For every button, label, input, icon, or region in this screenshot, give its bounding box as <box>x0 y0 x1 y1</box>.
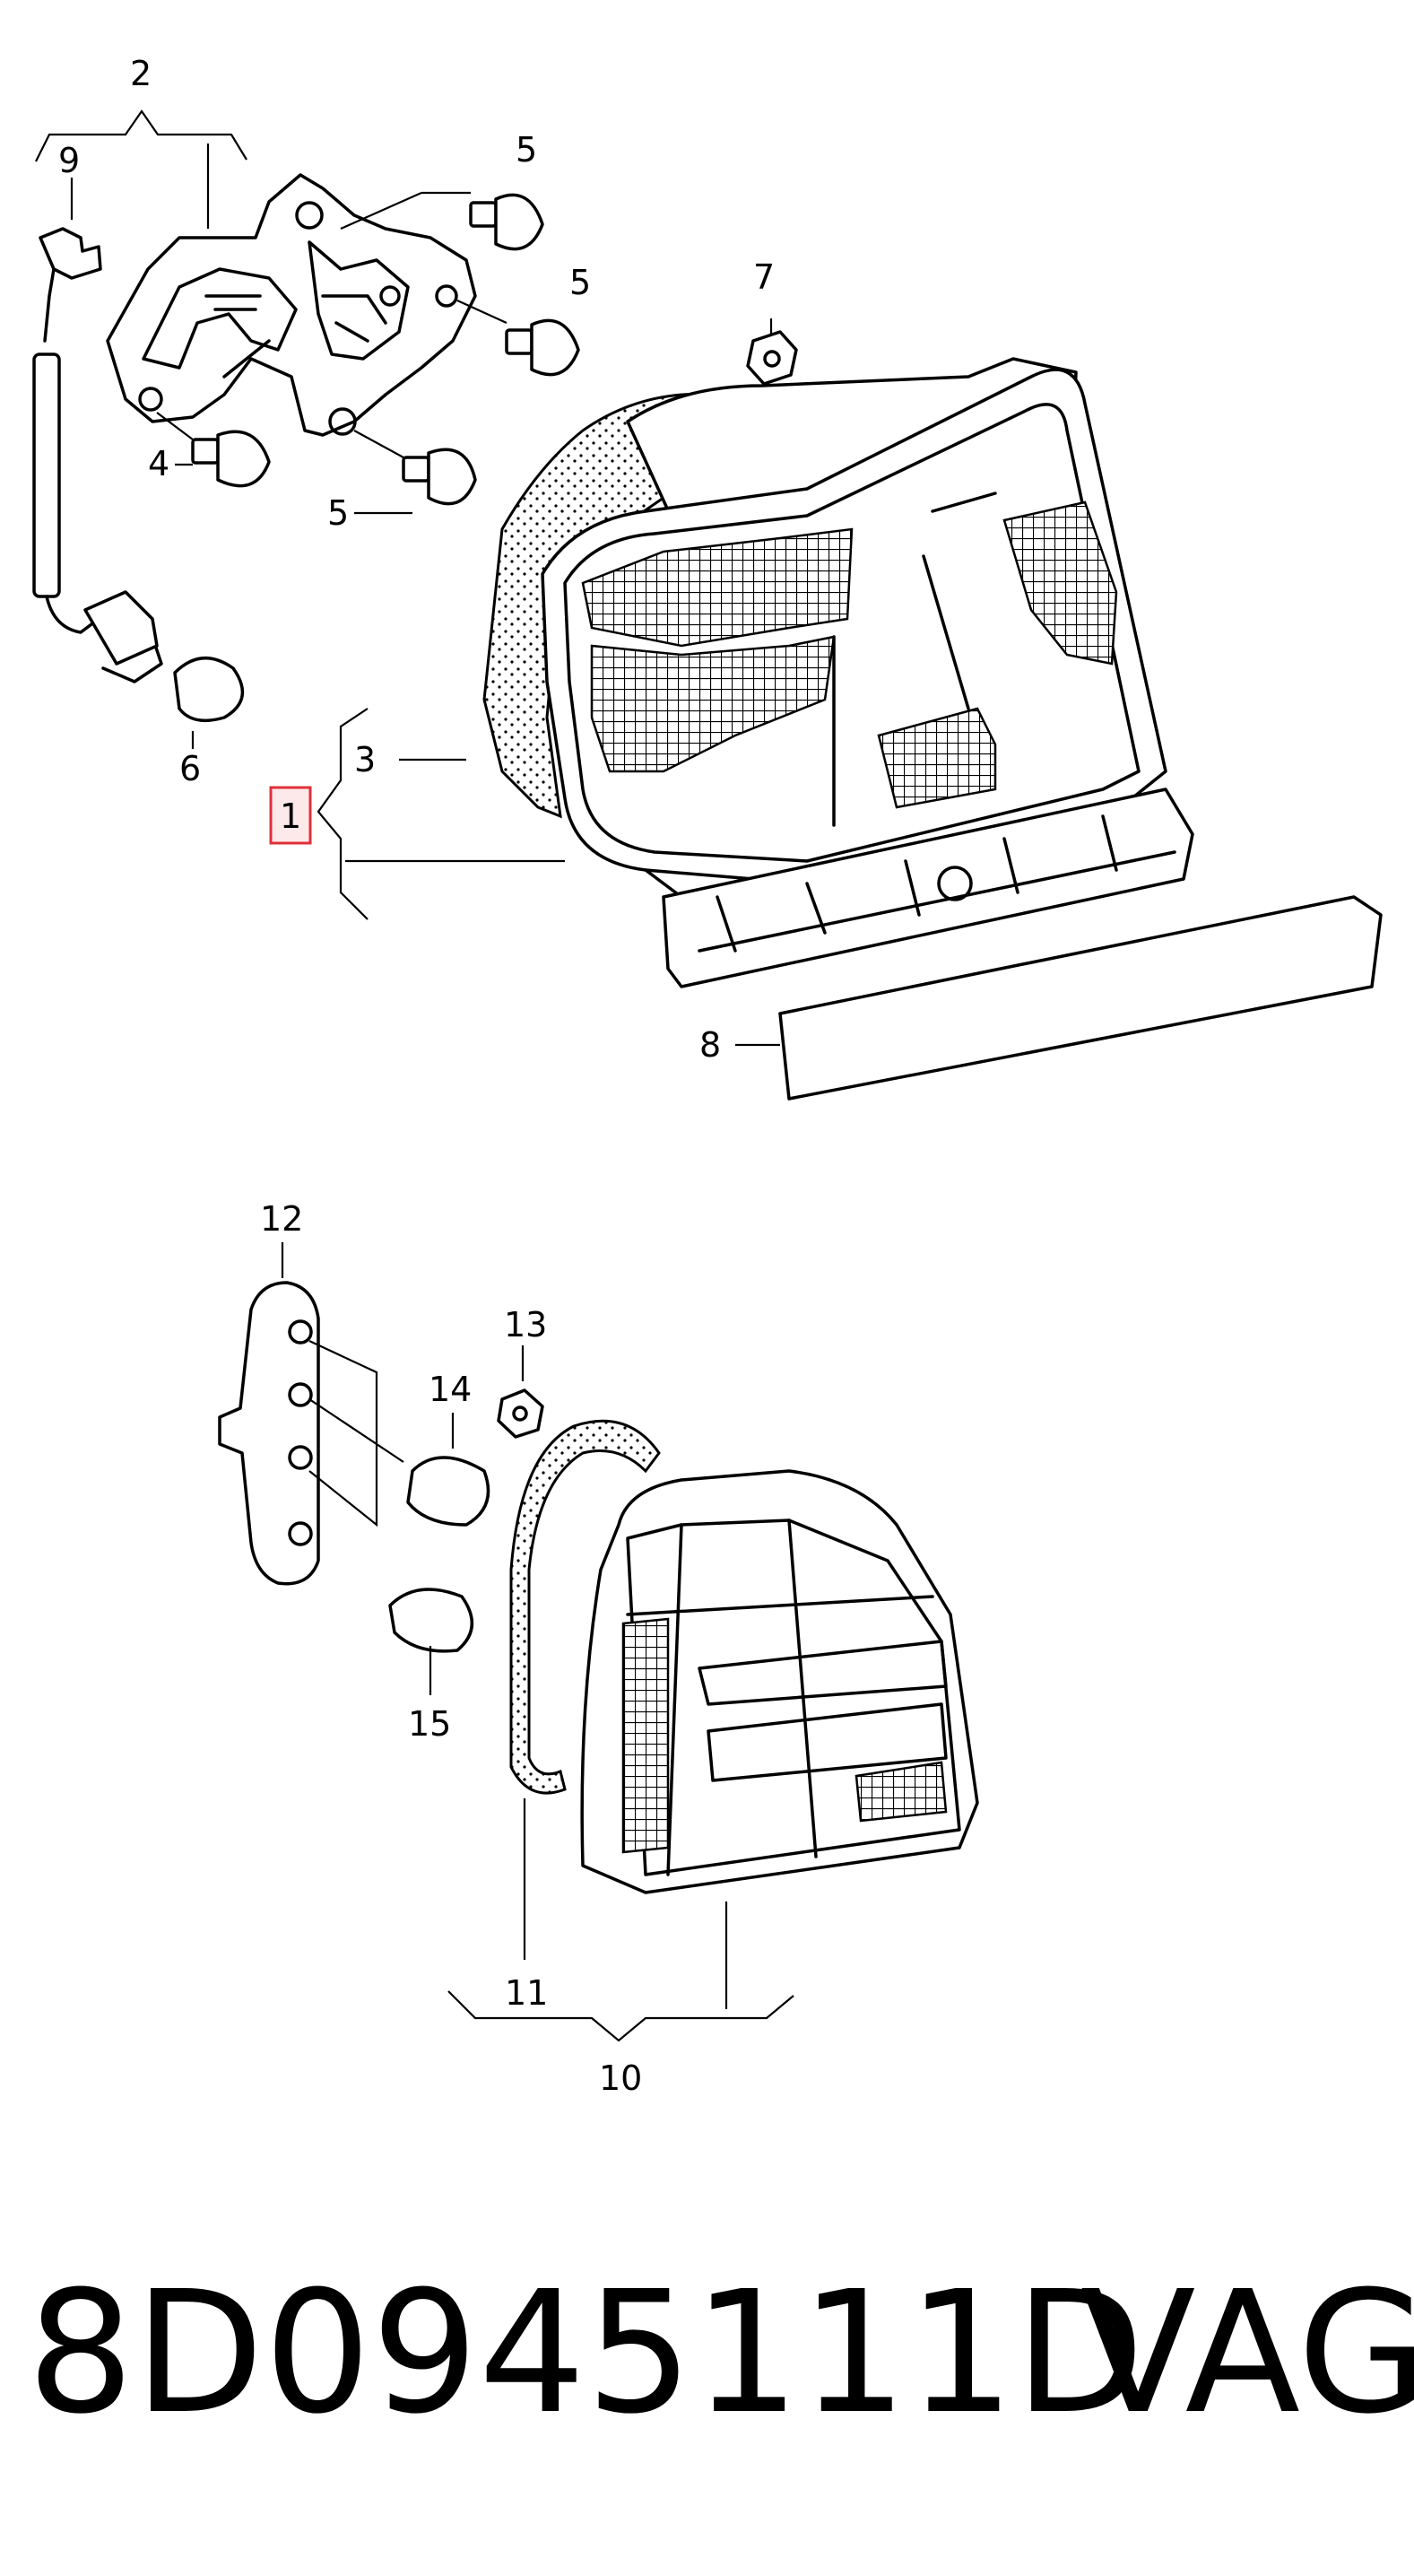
callout-1: 1 <box>280 796 301 836</box>
tail-light-housing <box>541 357 1167 899</box>
callout-6: 6 <box>179 749 201 788</box>
callout-5-low: 5 <box>327 493 349 533</box>
callout-5-mid: 5 <box>569 263 591 302</box>
callout-11: 11 <box>505 1973 548 2013</box>
gasket-11 <box>509 1419 661 1795</box>
mounting-bar <box>662 788 1383 1101</box>
nut-13 <box>497 1345 544 1439</box>
bulb-4 <box>156 412 271 488</box>
bracket-1 <box>317 708 369 920</box>
bulb-5-low <box>353 430 477 506</box>
callout-9: 9 <box>58 141 80 180</box>
bulb-5-top <box>340 191 544 251</box>
callout-12: 12 <box>260 1199 303 1239</box>
callout-15: 15 <box>408 1704 451 1744</box>
highlight-box-1 <box>269 786 312 845</box>
bulb-5-mid <box>456 299 580 377</box>
callout-4: 4 <box>148 444 169 483</box>
part-number: 8D0945111D <box>27 2255 1145 2451</box>
bracket-2 <box>35 109 247 162</box>
callout-14: 14 <box>429 1370 472 1409</box>
bulb-14 <box>406 1413 490 1527</box>
callout-8: 8 <box>699 1025 721 1065</box>
callout-3: 3 <box>354 740 376 779</box>
bracket-10 <box>447 1990 794 2042</box>
brand-label: VAG <box>1080 2255 1414 2451</box>
callout-10: 10 <box>599 2058 642 2098</box>
callout-7: 7 <box>753 257 775 297</box>
bulb-6 <box>173 656 245 749</box>
callout-13: 13 <box>504 1305 547 1345</box>
bulb-holder-12 <box>218 1242 404 1586</box>
callout-5-top: 5 <box>516 130 537 170</box>
bulb-holder-plate <box>106 173 477 437</box>
tail-light-10 <box>580 1469 979 1894</box>
callout-2: 2 <box>130 54 152 93</box>
bulb-15 <box>388 1588 474 1695</box>
wire-harness-9 <box>32 178 163 683</box>
